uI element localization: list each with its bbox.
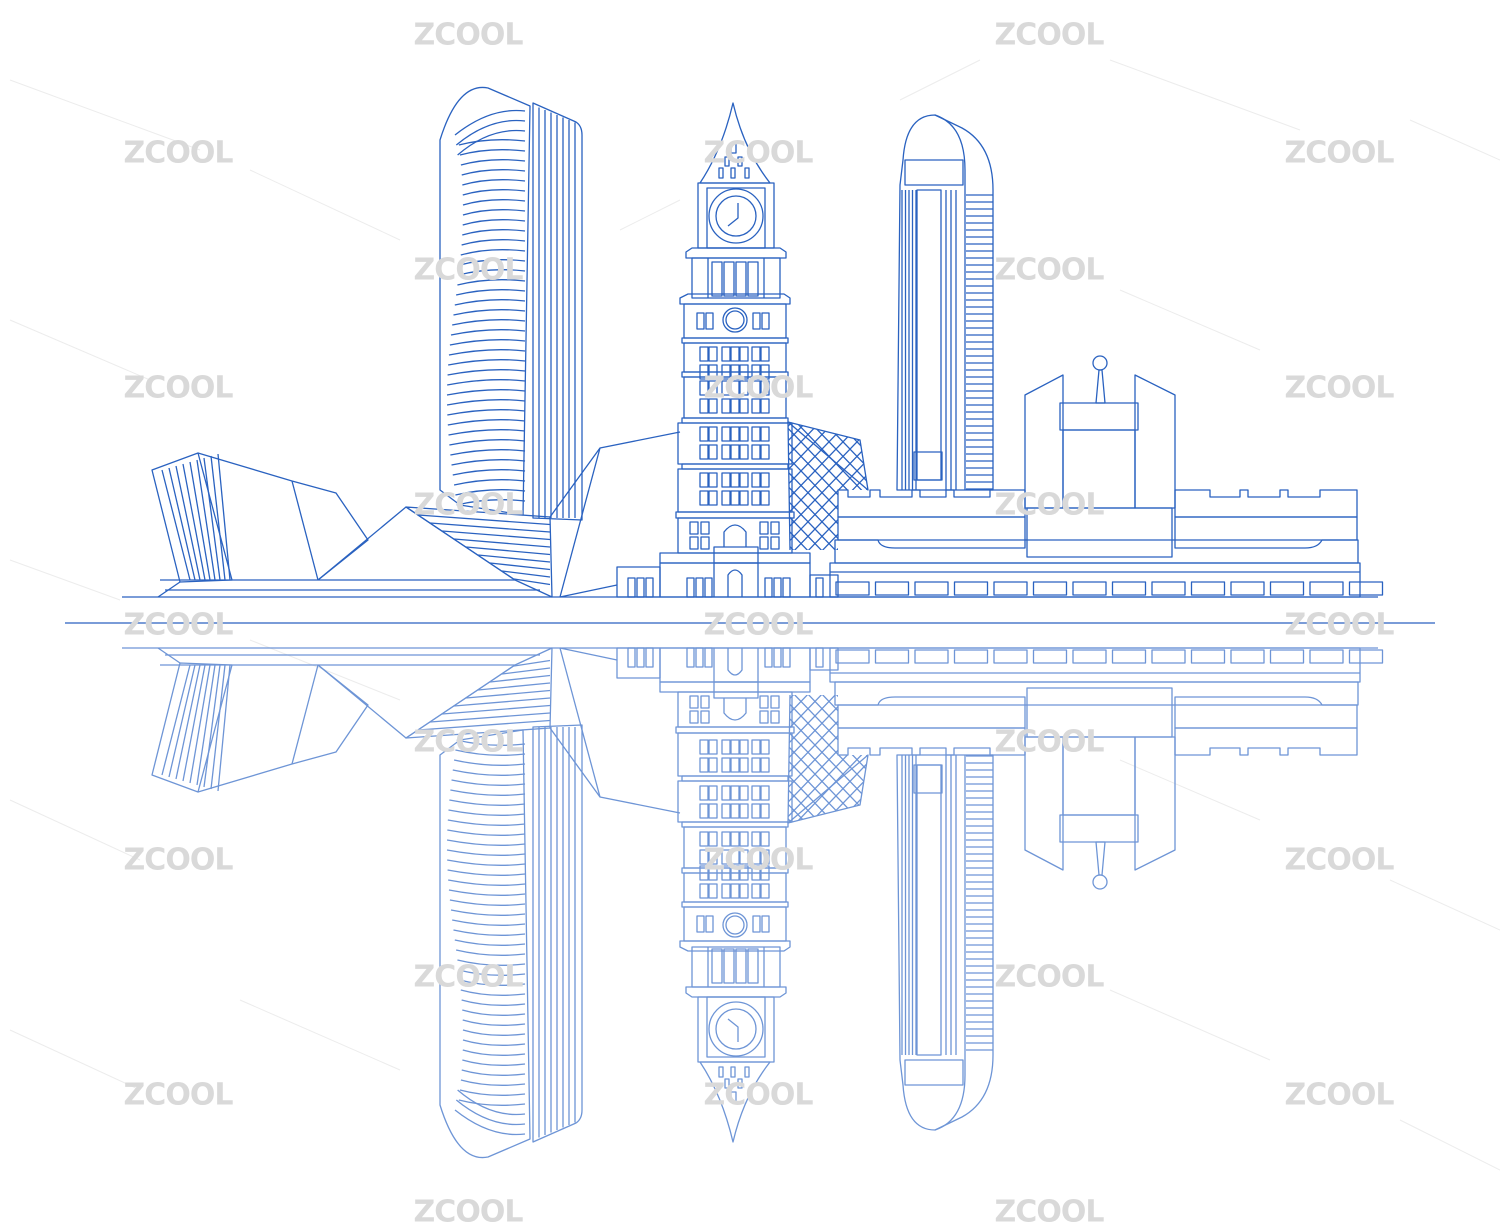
watermark-text: ZCOOL <box>1284 135 1395 171</box>
watermark-text: ZCOOL <box>994 724 1105 760</box>
watermark-text: ZCOOL <box>413 17 524 53</box>
watermark-text: ZCOOL <box>123 607 234 643</box>
watermark-text: ZCOOL <box>994 487 1105 523</box>
watermark-text: ZCOOL <box>123 842 234 878</box>
watermark-text: ZCOOL <box>703 842 814 878</box>
background-lines <box>9 59 1500 1171</box>
watermark-text: ZCOOL <box>123 135 234 171</box>
watermark-text: ZCOOL <box>413 252 524 288</box>
watermark-text: ZCOOL <box>994 17 1105 53</box>
watermark-text: ZCOOL <box>994 1194 1105 1227</box>
watermark-text: ZCOOL <box>123 370 234 406</box>
watermark-text: ZCOOL <box>123 1077 234 1113</box>
watermark-text: ZCOOL <box>413 724 524 760</box>
watermark-text: ZCOOL <box>703 370 814 406</box>
watermark-text: ZCOOL <box>994 252 1105 288</box>
watermark-text: ZCOOL <box>413 959 524 995</box>
watermark-text: ZCOOL <box>994 959 1105 995</box>
watermark-text: ZCOOL <box>703 135 814 171</box>
watermark-text: ZCOOL <box>413 1194 524 1227</box>
watermark-text: ZCOOL <box>1284 842 1395 878</box>
watermark-text: ZCOOL <box>413 487 524 523</box>
watermark-text: ZCOOL <box>703 607 814 643</box>
watermark-text: ZCOOL <box>1284 1077 1395 1113</box>
watermark-text: ZCOOL <box>1284 370 1395 406</box>
watermark-text: ZCOOL <box>1284 607 1395 643</box>
watermark-text: ZCOOL <box>703 1077 814 1113</box>
